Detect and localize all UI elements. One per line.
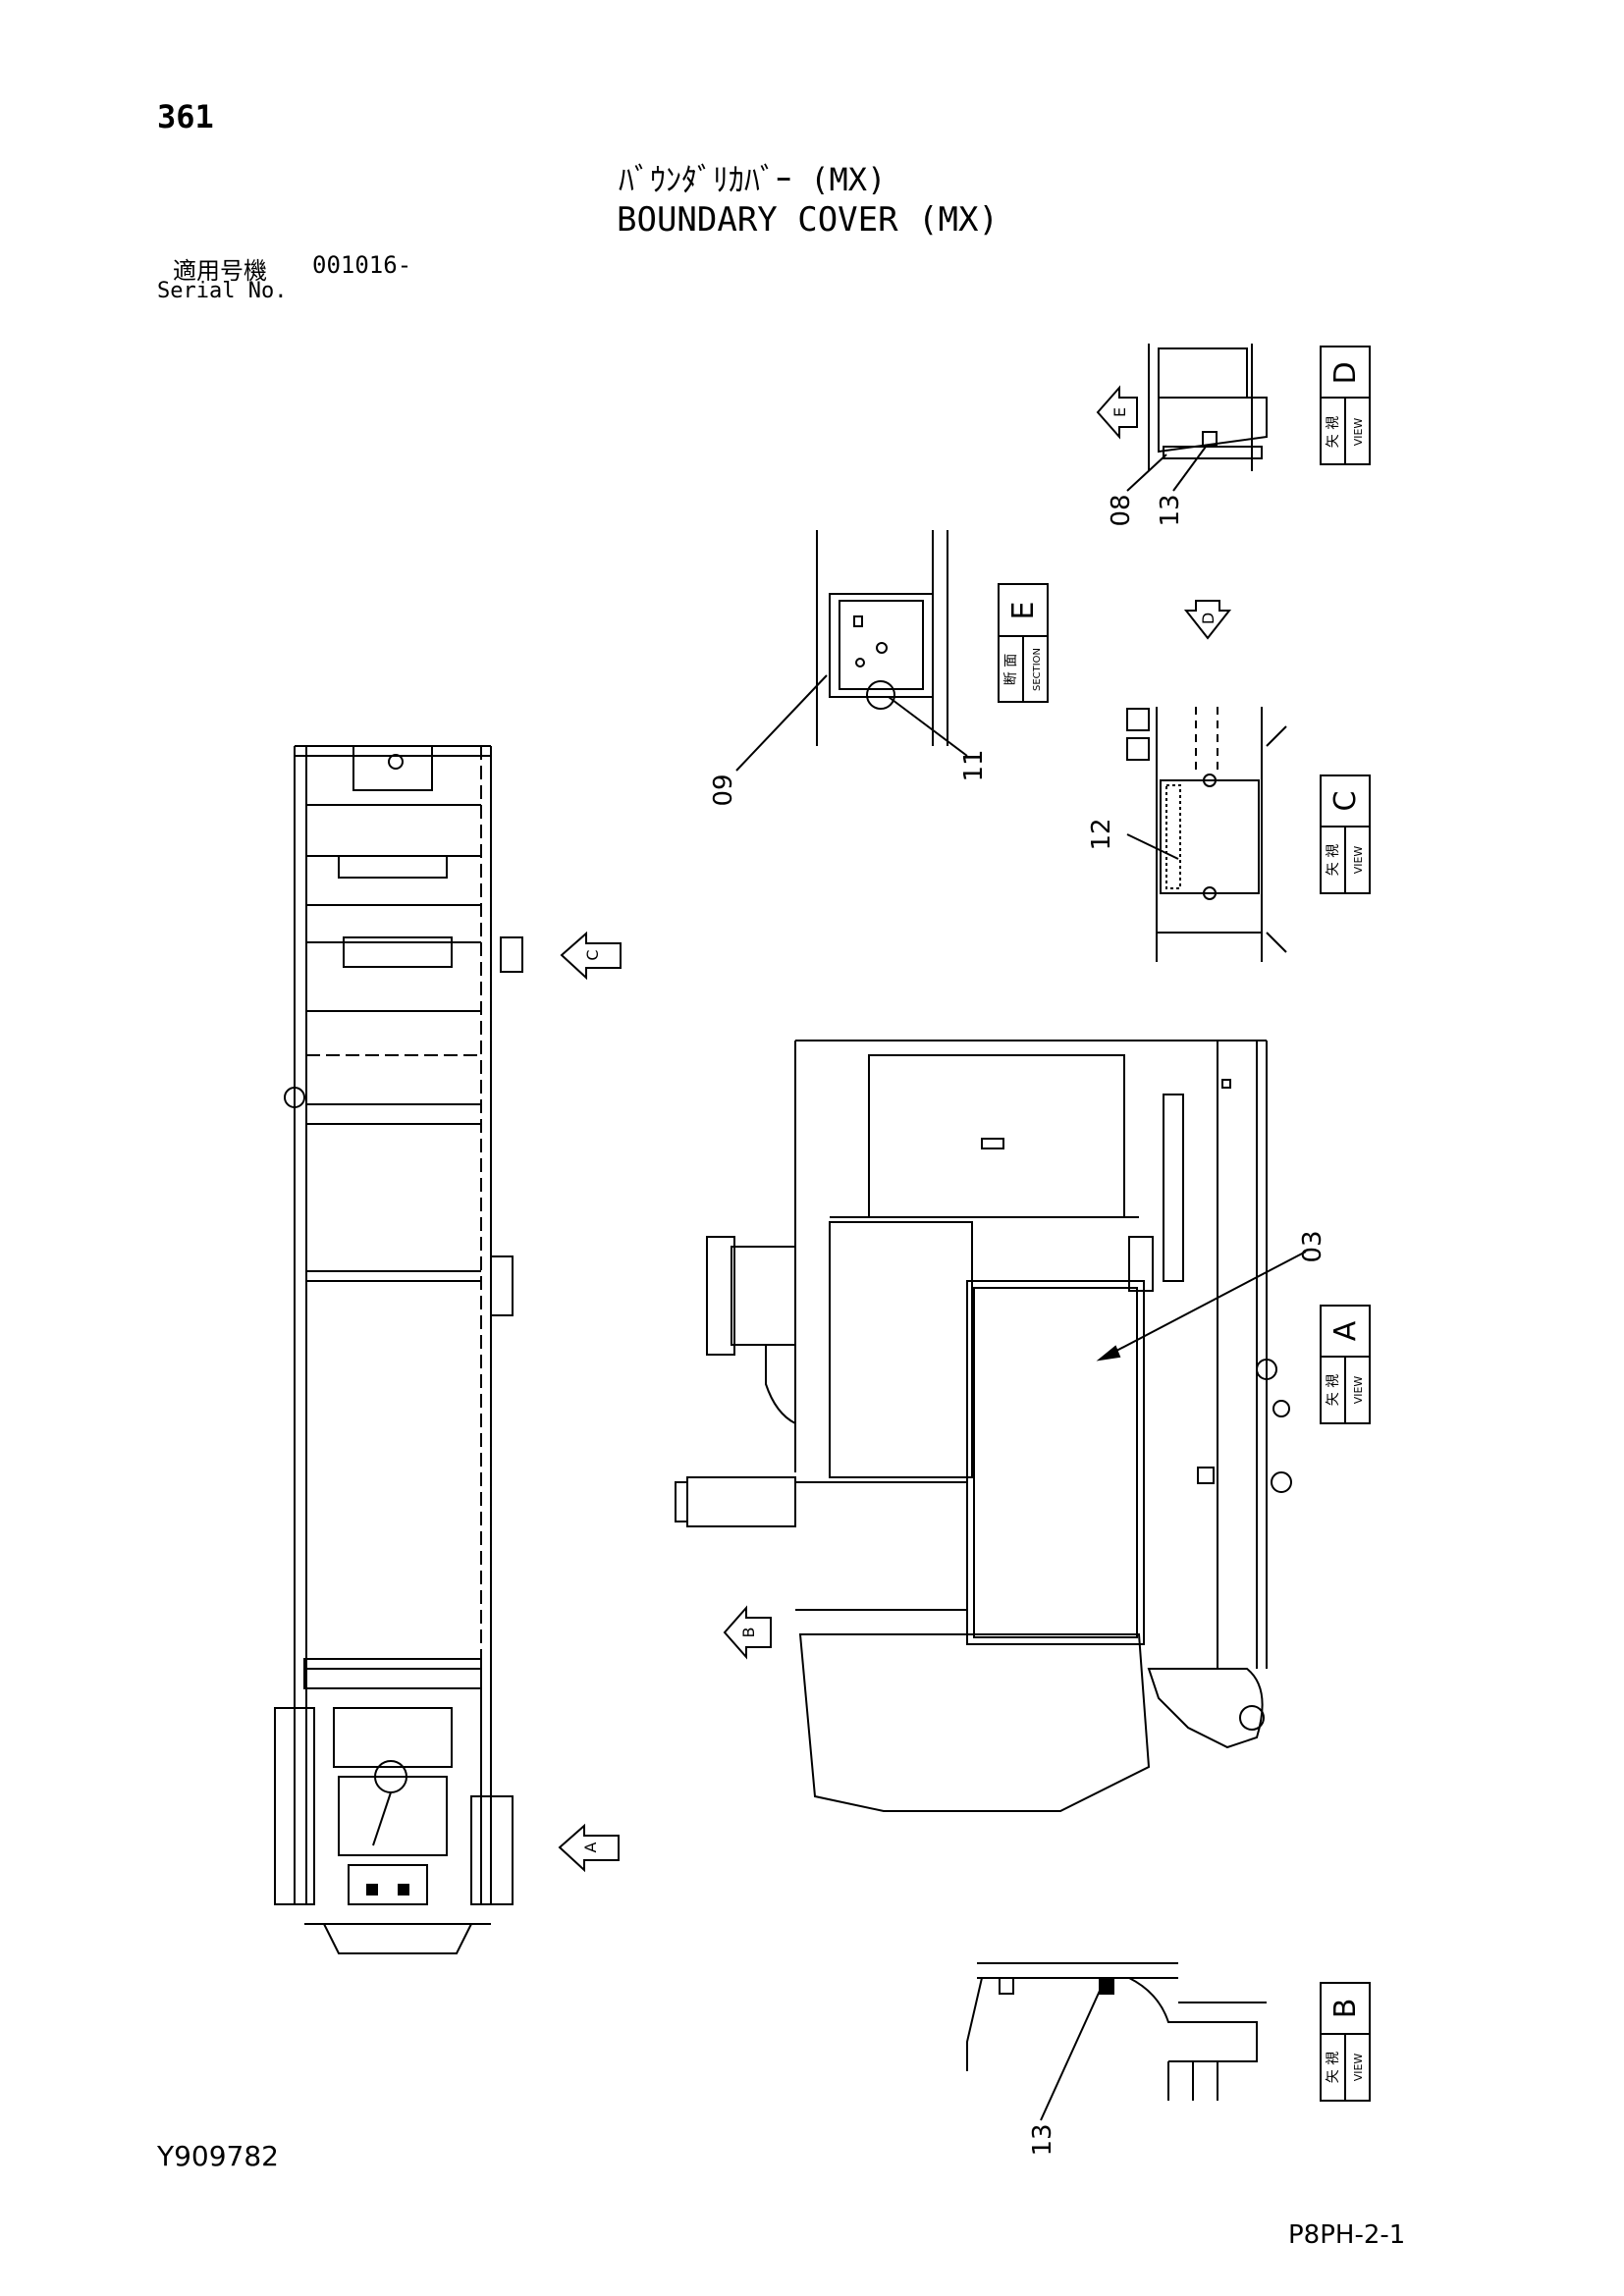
arrow-a-letter: A [581, 1842, 600, 1852]
serial-label-english: Serial No. [157, 279, 288, 303]
arrow-c-letter: C [583, 949, 602, 960]
view-d-en: VIEW [1352, 418, 1365, 447]
callout-08: 08 [1107, 494, 1136, 526]
arrow-d-icon [1183, 600, 1232, 640]
section-e-view [735, 530, 968, 772]
arrow-e-letter: E [1110, 407, 1129, 417]
view-c-jp: 矢 視 [1326, 844, 1341, 876]
view-c-en: VIEW [1352, 846, 1365, 875]
page-number: 361 [157, 98, 214, 135]
view-c-letter: C [1328, 791, 1363, 812]
arrow-a-icon [558, 1823, 620, 1873]
view-e-letter: E [1006, 602, 1041, 620]
callout-03: 03 [1298, 1230, 1327, 1262]
title-english: BOUNDARY COVER (MX) [617, 200, 999, 240]
view-b-letter: B [1328, 1999, 1363, 2019]
view-label-box-b [1320, 1982, 1371, 2102]
view-a-jp: 矢 視 [1326, 1374, 1341, 1406]
view-label-box-d [1320, 346, 1371, 465]
arrow-b-letter: B [739, 1628, 758, 1638]
arrow-e-icon [1096, 385, 1138, 440]
callout-09: 09 [709, 774, 738, 806]
view-b-jp: 矢 視 [1326, 2052, 1341, 2083]
view-d-detail [1126, 344, 1268, 492]
arrow-b-icon [723, 1605, 772, 1660]
view-a-en: VIEW [1352, 1376, 1365, 1405]
arrow-c-icon [560, 931, 622, 981]
view-label-box-a [1320, 1305, 1371, 1424]
machine-side-view [675, 1040, 1307, 1812]
title-japanese: ﾊﾞｳﾝﾀﾞﾘｶﾊﾞｰ (MX) [619, 161, 887, 198]
view-c-detail [1126, 707, 1287, 962]
view-e-jp: 断 面 [1003, 654, 1019, 685]
view-e-en: SECTION [1032, 648, 1043, 691]
view-label-box-c [1320, 774, 1371, 894]
view-d-jp: 矢 視 [1326, 416, 1341, 448]
callout-13-view-b: 13 [1028, 2123, 1057, 2156]
callout-13-view-d: 13 [1156, 494, 1185, 526]
frame-top-view [274, 745, 523, 1954]
serial-number-value: 001016- [312, 251, 412, 279]
document-id: Y909782 [157, 2140, 279, 2172]
callout-12: 12 [1087, 818, 1116, 850]
view-label-box-e [998, 583, 1049, 703]
view-d-letter: D [1328, 361, 1363, 384]
page-code: P8PH-2-1 [1288, 2220, 1406, 2250]
arrow-d-letter: D [1199, 613, 1218, 624]
callout-11: 11 [959, 749, 989, 781]
serial-label-japanese: 適用号機 [173, 257, 267, 285]
view-a-letter: A [1328, 1320, 1363, 1341]
view-b-detail [966, 1962, 1267, 2121]
view-b-en: VIEW [1352, 2054, 1365, 2082]
